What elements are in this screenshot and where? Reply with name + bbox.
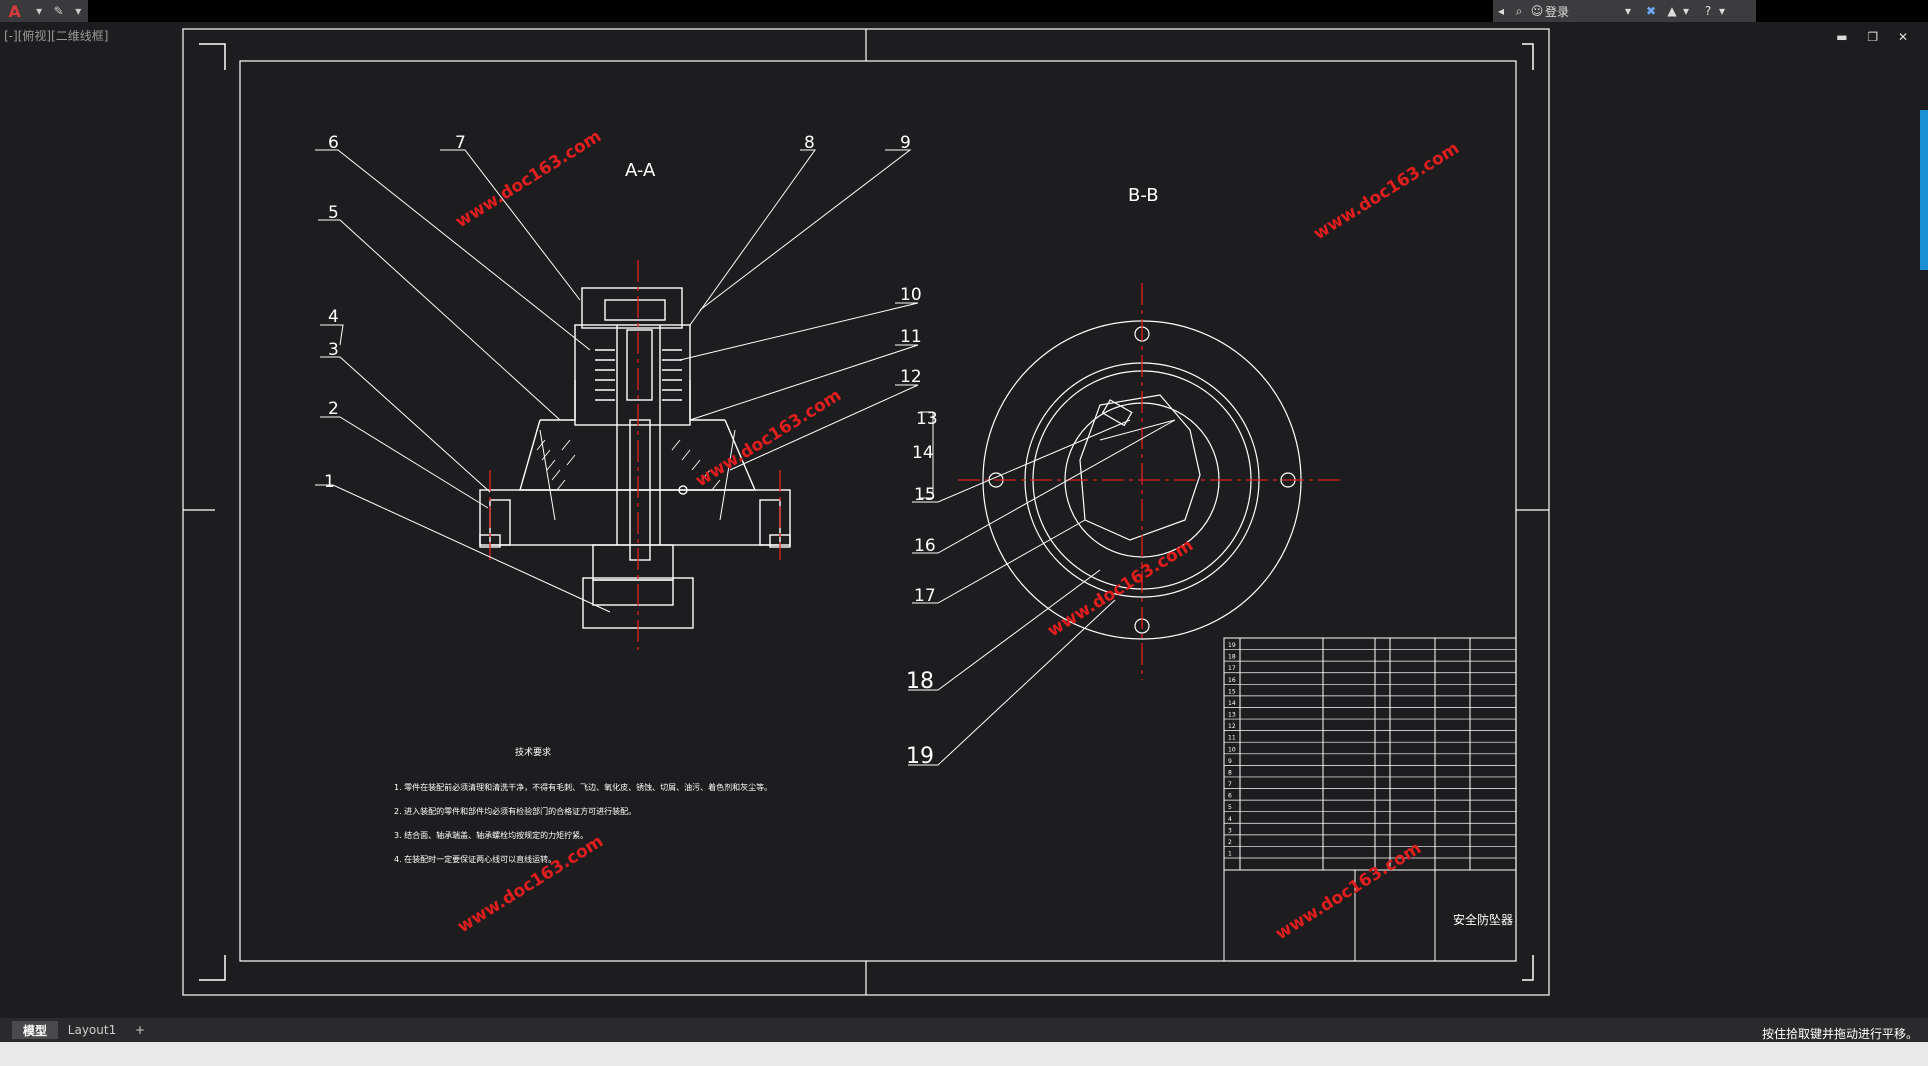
- bom-row-number: 3: [1228, 827, 1232, 834]
- balloon-7: 7: [455, 133, 466, 153]
- bom-row-number: 6: [1228, 793, 1232, 800]
- bom-row-number: 17: [1228, 665, 1236, 672]
- balloon-11: 11: [900, 327, 922, 347]
- app-logo-icon[interactable]: A: [8, 1, 21, 21]
- tab-layout1[interactable]: Layout1: [67, 1023, 117, 1037]
- leader-lines-right: [908, 411, 1176, 766]
- chevron-down-icon[interactable]: ▾: [1625, 4, 1632, 18]
- bom-row-number: 2: [1228, 839, 1232, 846]
- balloon-4: 4: [328, 307, 339, 327]
- leader-lines-left: [315, 149, 919, 613]
- bom-row-number: 16: [1228, 677, 1236, 684]
- chevron-down-icon[interactable]: ▾: [1683, 4, 1690, 18]
- balloon-18: 18: [906, 669, 934, 694]
- bom-row-number: 8: [1228, 769, 1232, 776]
- more-icon[interactable]: ▾: [75, 4, 82, 18]
- balloon-10: 10: [900, 285, 922, 305]
- tab-model[interactable]: 模型: [12, 1021, 58, 1039]
- watermark-text: www.doc163.com: [692, 385, 845, 491]
- add-layout-button[interactable]: +: [134, 1023, 146, 1037]
- balloon-8: 8: [804, 133, 815, 153]
- bom-row-number: 15: [1228, 688, 1236, 695]
- balloon-5: 5: [328, 203, 339, 223]
- balloon-15: 15: [914, 485, 936, 505]
- bom-row-number: 4: [1228, 816, 1232, 823]
- window-controls[interactable]: ▬ ❐ ✕: [1836, 30, 1916, 44]
- bom-row-number: 18: [1228, 654, 1236, 661]
- balloon-6: 6: [328, 133, 339, 153]
- drawing-canvas[interactable]: A-A B-B 1 2 3 4 5 6 7 8 9 10 11 12 13 14…: [0, 22, 1928, 1022]
- autodesk-icon[interactable]: ▲: [1667, 4, 1677, 18]
- tech-note-1: 1. 零件在装配前必须清理和清洗干净，不得有毛刺、飞边、氧化皮、锈蚀、切屑、油污…: [394, 782, 772, 792]
- bom-row-number: 9: [1228, 758, 1232, 765]
- tech-requirements-title: 技术要求: [515, 746, 551, 758]
- section-bb-title: B-B: [1128, 185, 1159, 206]
- drawing-frame-outer: [182, 28, 1550, 996]
- balloon-9: 9: [900, 133, 911, 153]
- watermark-text: www.doc163.com: [454, 831, 607, 937]
- info-center-bar: ◂ ⌕ ☺ 登录 ▾ ✖ ▲ ▾ ? ▾: [1493, 0, 1756, 22]
- tech-note-4: 4. 在装配时一定要保证两心线可以直线运转。: [394, 854, 556, 864]
- balloon-19: 19: [906, 744, 934, 769]
- bom-row-number: 5: [1228, 804, 1232, 811]
- watermark-text: www.doc163.com: [452, 126, 605, 232]
- edit-icon[interactable]: ✎: [53, 4, 64, 18]
- status-message: 按住拾取键并拖动进行平移。: [1761, 1027, 1918, 1041]
- bom-row-number: 11: [1228, 735, 1236, 742]
- bom-row-number: 14: [1228, 700, 1236, 707]
- user-icon[interactable]: ☺: [1530, 4, 1544, 18]
- bom-row-number: 12: [1228, 723, 1236, 730]
- title-block-name: 安全防坠器: [1453, 912, 1513, 927]
- help-icon[interactable]: ?: [1704, 4, 1712, 18]
- balloon-1: 1: [324, 472, 335, 492]
- watermark-text: www.doc163.com: [1272, 838, 1425, 944]
- bom-row-number: 10: [1228, 746, 1236, 753]
- layout-tabs: 模型 Layout1 +: [0, 1018, 1928, 1042]
- watermark-text: www.doc163.com: [1310, 138, 1463, 244]
- balloon-16: 16: [914, 536, 936, 556]
- login-label[interactable]: 登录: [1545, 4, 1570, 19]
- viewport-label[interactable]: [-][俯视][二维线框]: [4, 29, 109, 43]
- bom-row-number: 13: [1228, 712, 1236, 719]
- top-bar: [0, 0, 1928, 22]
- balloon-3: 3: [328, 340, 339, 360]
- balloon-14: 14: [912, 443, 934, 463]
- chevron-down-icon[interactable]: ▾: [1719, 4, 1726, 18]
- section-aa-title: A-A: [625, 160, 656, 181]
- exchange-icon[interactable]: ✖: [1645, 4, 1657, 18]
- tech-note-2: 2. 进入装配的零件和部件均必须有检验部门的合格证方可进行装配。: [394, 806, 636, 816]
- balloon-13: 13: [916, 409, 938, 429]
- bom-row-number: 19: [1228, 642, 1236, 649]
- balloon-17: 17: [914, 586, 936, 606]
- balloon-12: 12: [900, 367, 922, 387]
- watermark-text: www.doc163.com: [1044, 535, 1197, 641]
- quick-access-toolbar: A ▾ ✎ ▾: [0, 0, 88, 22]
- binoculars-icon[interactable]: ⌕: [1515, 3, 1523, 18]
- dropdown-icon[interactable]: ▾: [36, 4, 43, 18]
- drawing-frame-inner: [239, 60, 1517, 962]
- status-bar: [0, 1042, 1928, 1066]
- arrow-left-icon[interactable]: ◂: [1497, 4, 1505, 18]
- watermarks: www.doc163.com www.doc163.com www.doc163…: [452, 126, 1463, 944]
- bom-row-number: 7: [1228, 781, 1232, 788]
- bom-row-number: 1: [1228, 851, 1232, 858]
- tech-note-3: 3. 结合面、轴承端盖、轴承螺栓均按规定的力矩拧紧。: [394, 830, 588, 840]
- balloon-2: 2: [328, 399, 339, 419]
- scrollbar[interactable]: [1920, 110, 1928, 270]
